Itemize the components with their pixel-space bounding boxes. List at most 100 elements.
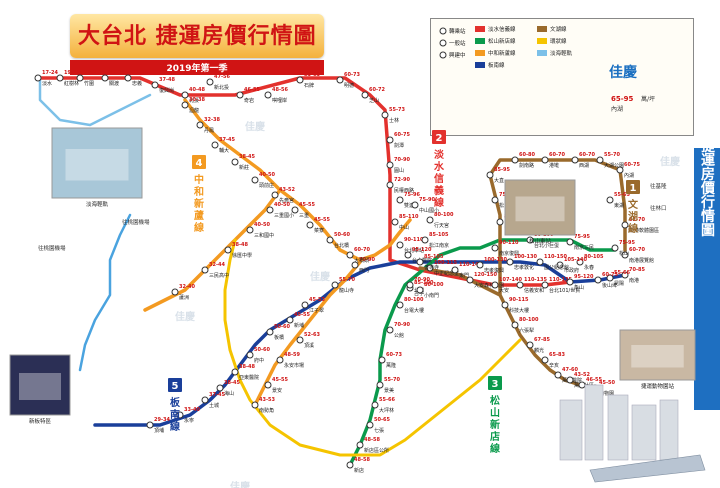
station-price: 62-70	[629, 217, 646, 223]
station-price: 110-150	[544, 254, 567, 260]
station-price: 110-135	[549, 277, 572, 283]
station-name: 三重國小	[274, 212, 294, 219]
station-dot	[491, 244, 499, 252]
station-dot	[396, 301, 404, 309]
station-dot	[231, 368, 239, 376]
station-dot	[336, 76, 344, 84]
station-dot	[451, 266, 459, 274]
legend-label: 松山新店線	[488, 37, 516, 45]
tram	[589, 454, 706, 483]
station-name: 大坪林	[379, 407, 394, 414]
station-name: 六張犁	[519, 327, 534, 334]
station-name: 古亭	[414, 290, 424, 297]
brand-watermark: 佳慶	[660, 155, 680, 168]
station-name: 南港	[629, 277, 639, 284]
legend-swatch	[475, 62, 485, 68]
station-price: 48-59	[284, 352, 301, 358]
station-price: 55-70	[339, 277, 356, 283]
station-price: 110-140	[459, 262, 482, 268]
legend-label: 文湖線	[550, 25, 567, 33]
station-name: 辛亥	[549, 362, 559, 369]
station-name: 南港展覽館	[629, 257, 654, 264]
station-name: 關渡	[109, 80, 119, 87]
station-price: 40-50	[254, 222, 271, 228]
building	[559, 399, 583, 461]
station-price: 17-24	[42, 70, 59, 76]
station-price: 72-90	[394, 177, 411, 183]
station-name: 新莊	[239, 164, 249, 171]
station-dot	[386, 326, 394, 334]
station-name: 松江南京	[429, 242, 449, 249]
station-dot	[224, 246, 232, 254]
station-price: 85-105	[424, 254, 444, 260]
station: 80-100 六張犁	[511, 317, 539, 334]
station-name: 頂埔	[154, 427, 164, 434]
station-name: 忠義	[132, 80, 142, 87]
station-dot	[556, 261, 564, 269]
station-dot	[251, 401, 259, 409]
photo-shape	[631, 345, 684, 368]
station-name: 西門	[359, 268, 369, 274]
station-price: 90-115	[509, 297, 529, 303]
station-dot	[171, 288, 179, 296]
station-price: 19-22	[64, 70, 81, 76]
station-dot	[301, 301, 309, 309]
metro-line-3	[183, 98, 412, 407]
station-name: 西湖	[579, 162, 589, 169]
station-dot	[566, 278, 574, 286]
station-price: 100-130	[514, 254, 537, 260]
station-name: 三和國中	[254, 232, 274, 239]
sidebar-text-svg: 大台北 捷運房價行情圖	[699, 148, 716, 238]
station-name: 南京三民	[574, 244, 594, 251]
map-subtitle: 2019年第一季	[70, 60, 324, 75]
station-price: 47-56	[214, 74, 231, 80]
legend-price-unit: 萬/坪	[641, 95, 655, 103]
station-name: 奇岩	[244, 97, 254, 104]
legend-item: 文湖線	[537, 25, 567, 33]
station-dot	[621, 221, 629, 229]
station-price: 60-70	[549, 152, 566, 158]
station-price: 40-50	[274, 202, 291, 208]
station-dot	[264, 381, 272, 389]
station-name: 動物園	[599, 390, 614, 397]
station-name: 永春	[584, 264, 594, 271]
station-dot	[621, 271, 629, 279]
station-price: 40-50	[259, 172, 276, 178]
station-price: 45-55	[314, 217, 331, 223]
station-dot	[511, 321, 519, 329]
station: 40-50 三和國中	[246, 222, 274, 239]
station-price: 80-100	[519, 317, 539, 323]
photo-2: 新板特區	[9, 354, 71, 425]
photo-frame	[504, 179, 576, 236]
legend-label: 中和新蘆線	[488, 49, 516, 57]
station-dot	[526, 341, 534, 349]
station-name: 內湖	[624, 172, 634, 179]
station-price: 60-70	[579, 152, 596, 158]
station-price: 75-96	[404, 192, 421, 198]
station-name: 迴龍	[189, 107, 199, 114]
station-name: 頂溪	[304, 342, 314, 349]
station-price: 27-33	[109, 70, 126, 76]
line-badge	[168, 378, 182, 392]
photo-shape	[65, 149, 129, 181]
station-name: 中山	[399, 224, 409, 231]
station-price: 95-120	[574, 274, 594, 280]
building	[659, 399, 679, 461]
station-name: 劍潭	[394, 142, 404, 149]
